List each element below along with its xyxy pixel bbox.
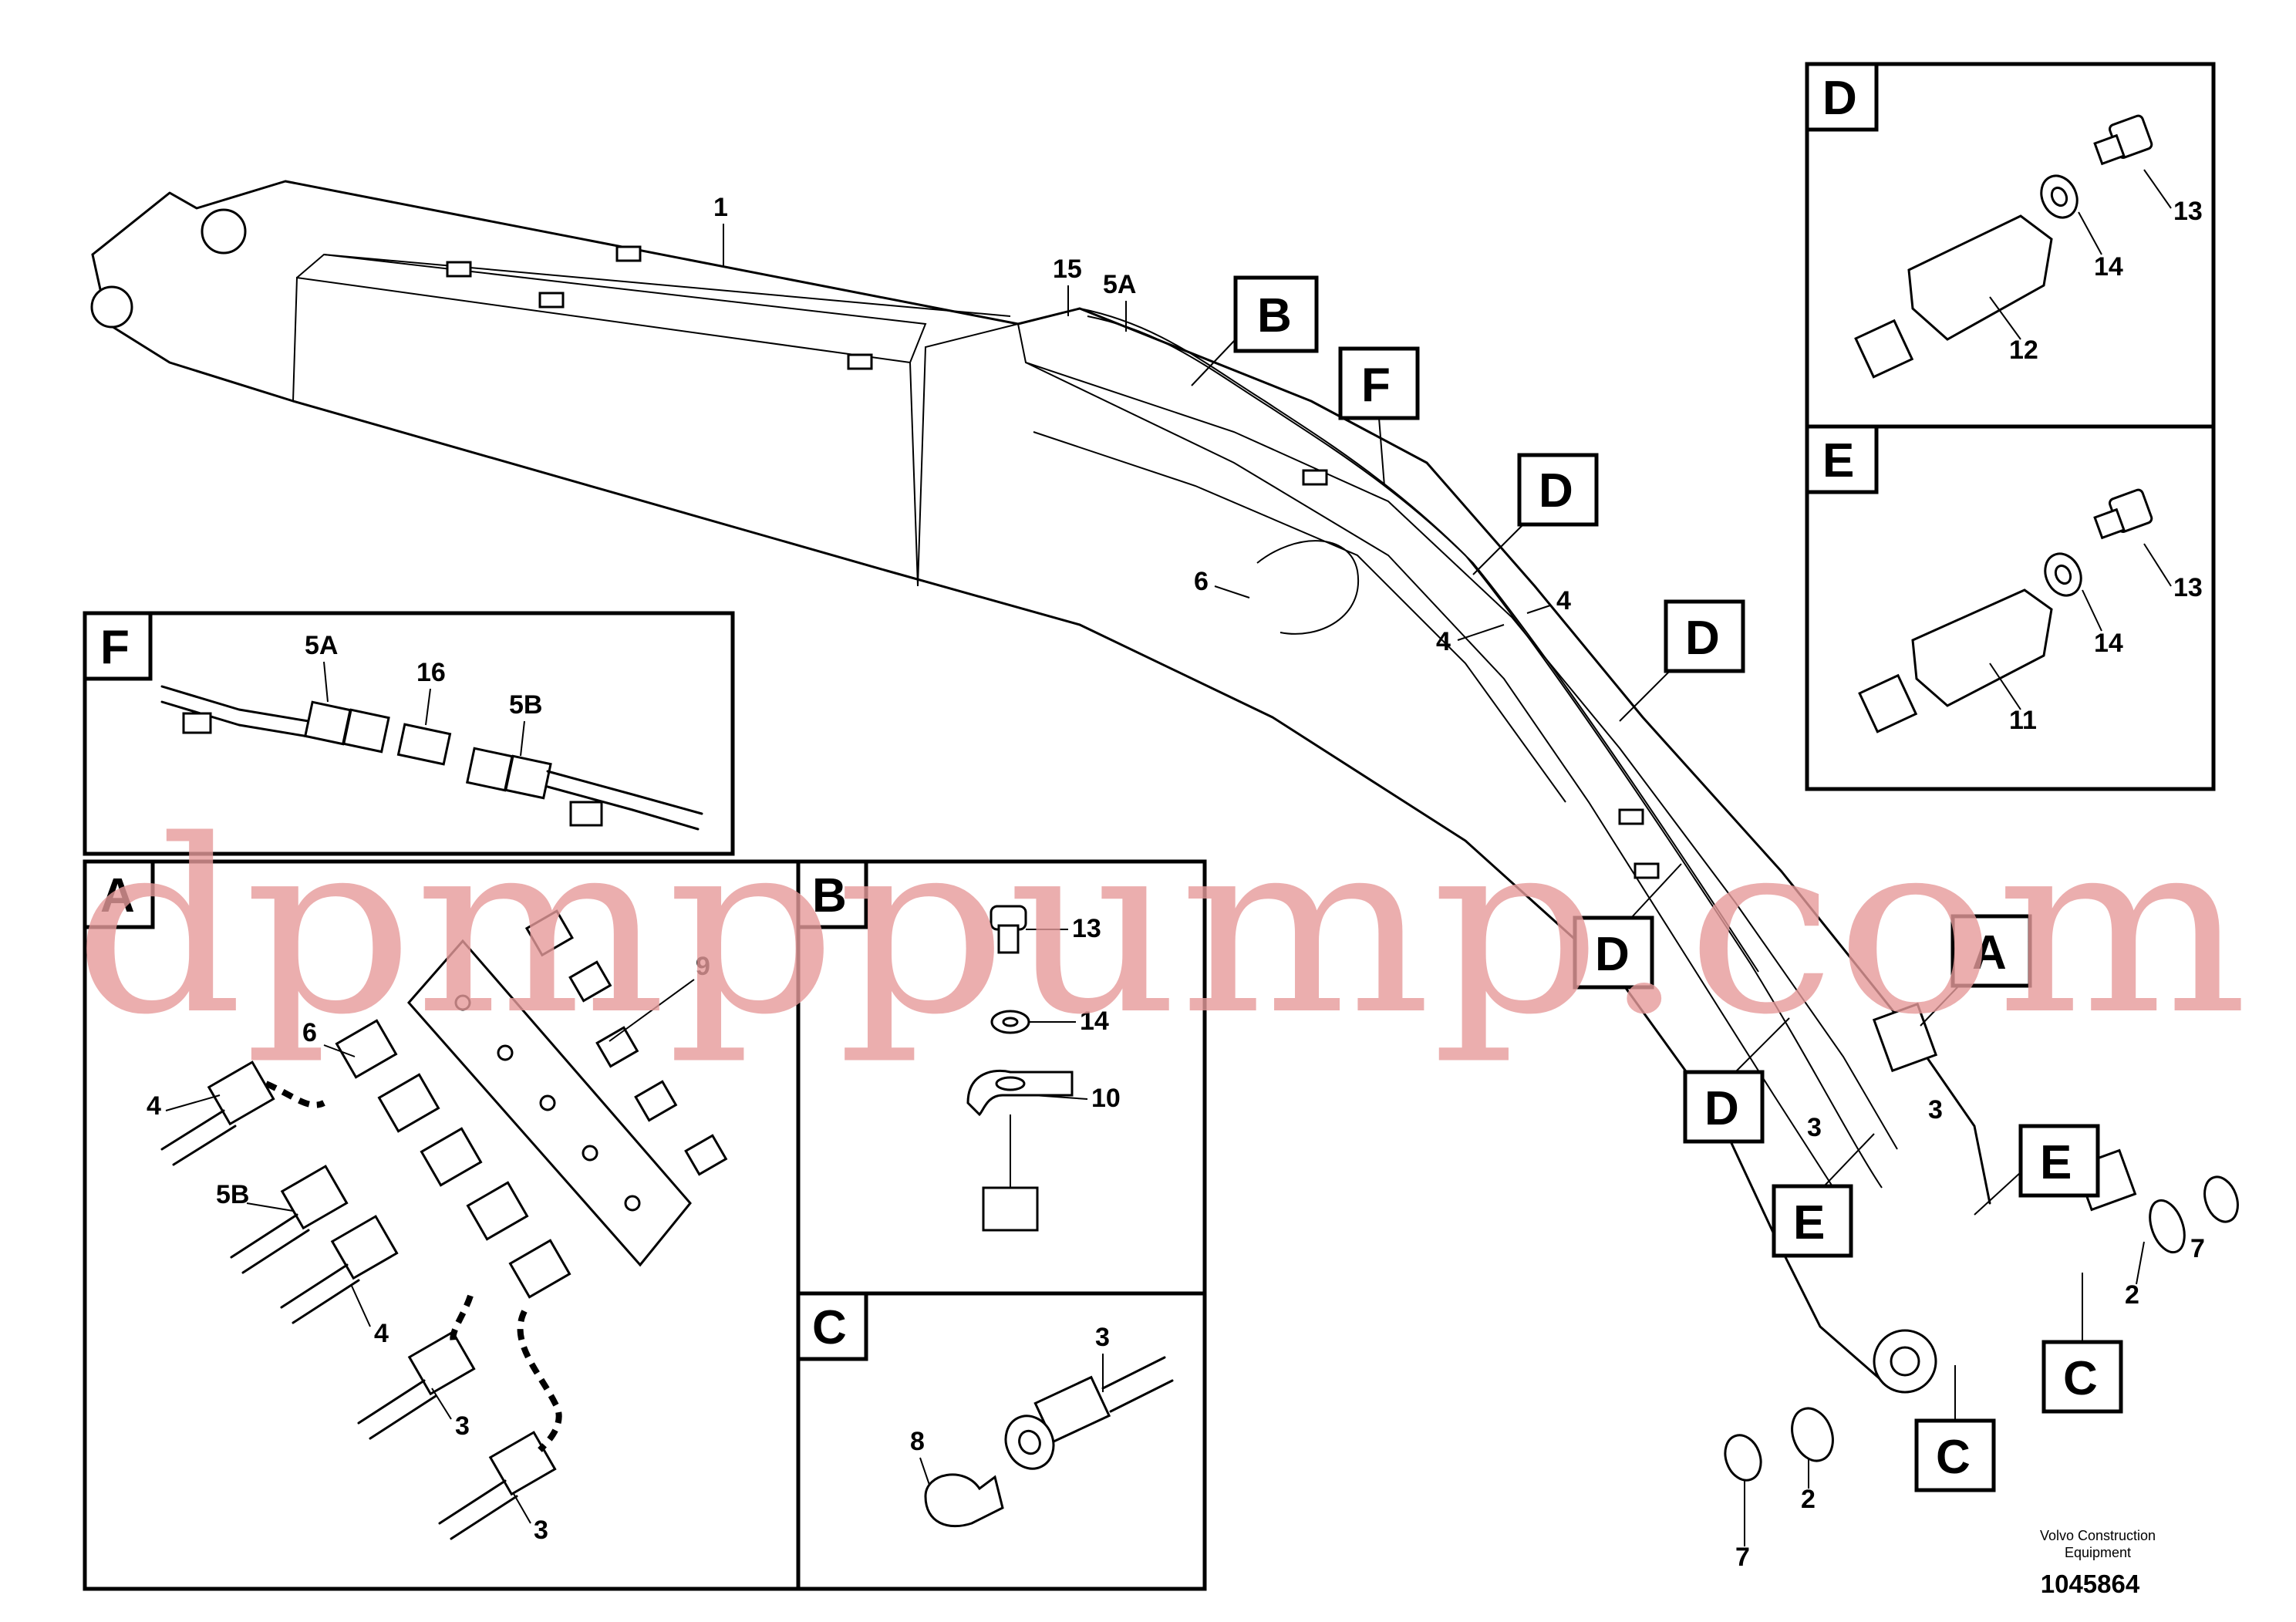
callout-1: 1 xyxy=(713,193,728,222)
callout-7b: 7 xyxy=(1735,1543,1750,1572)
watermark-text: dpmppump.com xyxy=(73,789,2248,1067)
tag-c-2[interactable]: C xyxy=(1914,1365,1996,1492)
svg-text:11: 11 xyxy=(2009,706,2037,735)
brand-line-2: Equipment xyxy=(2065,1545,2131,1560)
svg-text:10: 10 xyxy=(1091,1084,1121,1113)
detail-d-panel: D 13 14 12 xyxy=(1805,62,2216,429)
detail-d-title: D xyxy=(1822,72,1857,125)
svg-text:3: 3 xyxy=(534,1516,548,1545)
detail-f-title: F xyxy=(100,621,130,674)
svg-text:D: D xyxy=(1685,612,1720,665)
callout-6: 6 xyxy=(1194,567,1209,596)
detail-a-panel: A xyxy=(83,859,801,1591)
detail-e-title: E xyxy=(1822,434,1854,487)
svg-text:E: E xyxy=(2040,1136,2072,1189)
tag-b[interactable]: B xyxy=(1191,275,1319,386)
callout-4a: 4 xyxy=(1556,586,1571,615)
svg-text:A: A xyxy=(1972,926,2007,980)
svg-text:D: D xyxy=(1595,928,1630,981)
callout-5a: 5A xyxy=(1103,270,1136,299)
callout-15: 15 xyxy=(1053,255,1082,284)
svg-text:5A: 5A xyxy=(305,631,338,660)
svg-text:14: 14 xyxy=(2094,252,2123,282)
detail-b-panel: B 13 14 10 xyxy=(796,859,1207,1296)
main-callouts: 1 15 5A 6 4 4 3 3 2 2 7 7 xyxy=(713,193,2205,1572)
svg-text:3: 3 xyxy=(1095,1323,1110,1352)
tag-d-1[interactable]: D xyxy=(1472,453,1599,575)
callout-4b: 4 xyxy=(1436,627,1451,656)
tag-a[interactable]: A xyxy=(1920,914,2032,1027)
svg-text:14: 14 xyxy=(2094,629,2123,658)
callout-7a: 7 xyxy=(2190,1234,2205,1263)
svg-text:14: 14 xyxy=(1080,1007,1109,1036)
tag-e-2[interactable]: E xyxy=(1974,1124,2100,1216)
svg-text:E: E xyxy=(1793,1196,1825,1249)
svg-text:9: 9 xyxy=(696,952,710,981)
detail-a-title: A xyxy=(100,869,135,922)
tag-d-3[interactable]: D xyxy=(1573,863,1682,990)
svg-text:B: B xyxy=(1257,289,1292,342)
tag-e-1[interactable]: E xyxy=(1772,1133,1875,1258)
callout-3a: 3 xyxy=(1807,1113,1822,1142)
svg-text:3: 3 xyxy=(455,1411,470,1441)
svg-text:4: 4 xyxy=(147,1091,161,1121)
svg-text:16: 16 xyxy=(416,658,446,687)
svg-text:13: 13 xyxy=(2173,197,2203,226)
svg-text:6: 6 xyxy=(302,1018,317,1047)
svg-text:C: C xyxy=(1936,1431,1971,1484)
section-tags: B F D D D D A xyxy=(1191,275,2123,1492)
svg-text:D: D xyxy=(1539,464,1573,518)
svg-text:F: F xyxy=(1361,359,1391,412)
callout-2a: 2 xyxy=(2125,1280,2139,1310)
detail-c-panel: C 3 8 xyxy=(796,1291,1207,1591)
svg-text:12: 12 xyxy=(2009,336,2038,365)
svg-text:D: D xyxy=(1704,1082,1739,1135)
detail-e-panel: E 13 14 11 xyxy=(1805,424,2216,791)
svg-text:C: C xyxy=(2063,1352,2098,1405)
svg-text:5B: 5B xyxy=(509,690,542,720)
svg-text:13: 13 xyxy=(1072,914,1101,943)
tag-f[interactable]: F xyxy=(1338,346,1420,487)
tag-d-2[interactable]: D xyxy=(1619,599,1745,722)
boom-drawing xyxy=(90,180,2239,1482)
callout-2b: 2 xyxy=(1801,1485,1816,1514)
detail-b-title: B xyxy=(812,869,847,922)
svg-text:4: 4 xyxy=(374,1319,389,1348)
callout-3b: 3 xyxy=(1928,1095,1943,1125)
tag-d-4[interactable]: D xyxy=(1683,1017,1790,1144)
detail-c-title: C xyxy=(812,1301,847,1354)
svg-text:5B: 5B xyxy=(216,1180,249,1209)
brand-line-1: Volvo Construction xyxy=(2040,1528,2156,1543)
tag-c-1[interactable]: C xyxy=(2041,1273,2123,1414)
drawing-number: 1045864 xyxy=(2041,1570,2140,1598)
svg-text:8: 8 xyxy=(910,1427,925,1456)
footer: Volvo Construction Equipment 1045864 xyxy=(2040,1528,2156,1598)
svg-text:13: 13 xyxy=(2173,573,2203,602)
detail-f-panel: F 5A 16 5B xyxy=(83,611,735,856)
